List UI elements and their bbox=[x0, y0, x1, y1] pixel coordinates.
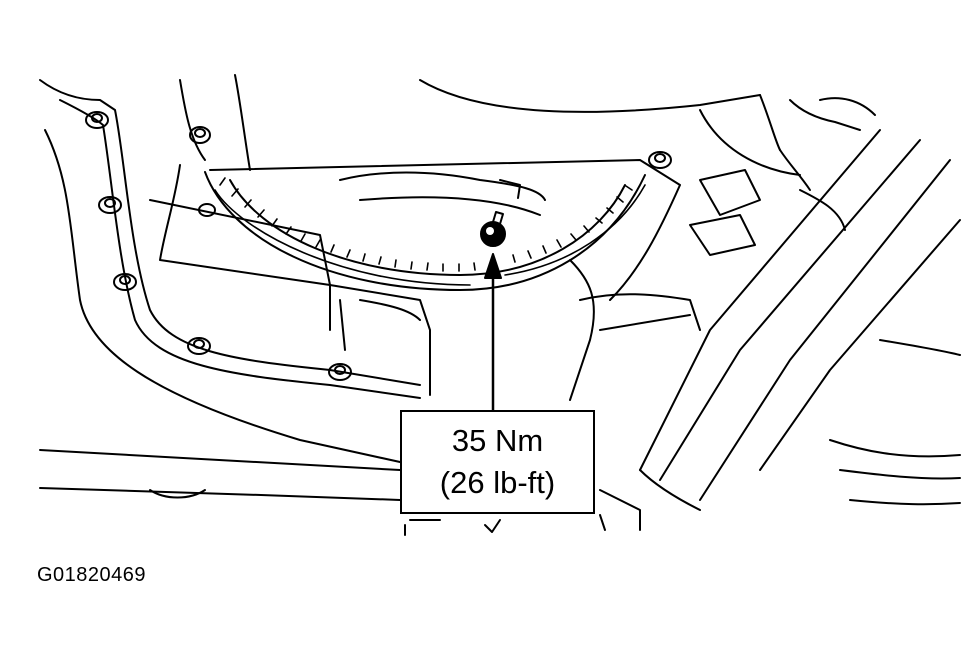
flywheel-housing bbox=[149, 159, 681, 396]
engine-block-outline bbox=[179, 74, 876, 191]
callout-arrow bbox=[484, 253, 502, 412]
right-frame-members bbox=[569, 109, 961, 531]
torque-metric: 35 Nm bbox=[451, 423, 544, 458]
torque-imperial: (26 lb-ft) bbox=[439, 465, 556, 500]
torque-spec-callout: 35 Nm (26 lb-ft) bbox=[400, 410, 595, 514]
figure-id: G01820469 bbox=[37, 564, 147, 586]
lower-edge bbox=[404, 514, 606, 536]
flywheel-ring-gear bbox=[214, 177, 646, 286]
flange-bolts bbox=[85, 111, 672, 381]
torque-bolt bbox=[480, 211, 506, 247]
